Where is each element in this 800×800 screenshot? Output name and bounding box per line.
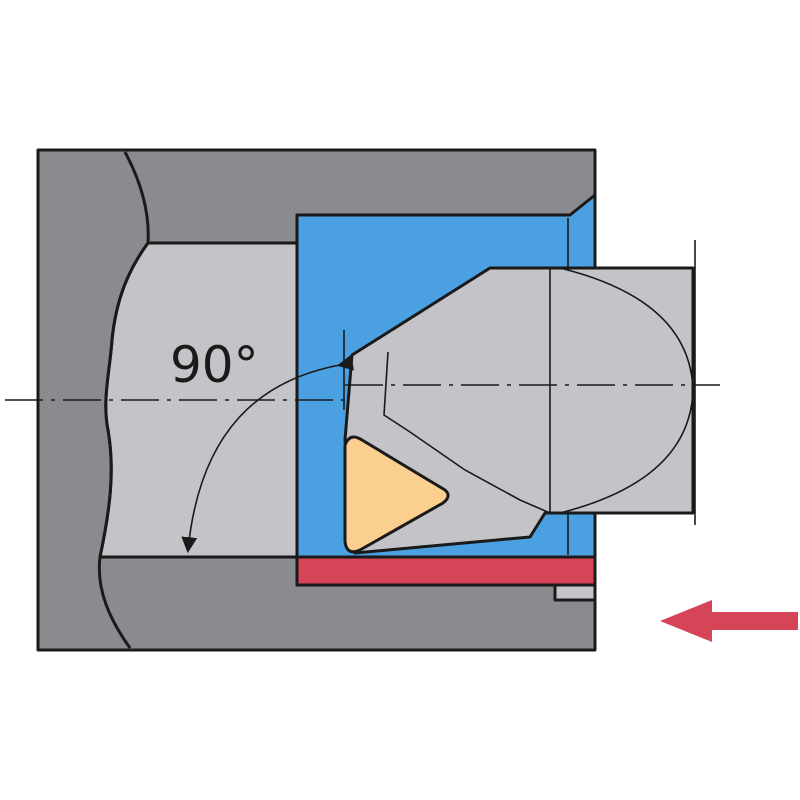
contact-face-strip xyxy=(295,555,597,587)
shank-curve xyxy=(559,267,694,514)
angle-arc xyxy=(181,354,355,554)
angle-label: 90° xyxy=(170,336,259,394)
arrow-left-icon xyxy=(660,600,798,642)
break-line xyxy=(97,151,150,649)
shank-chamfer-line xyxy=(383,351,551,514)
